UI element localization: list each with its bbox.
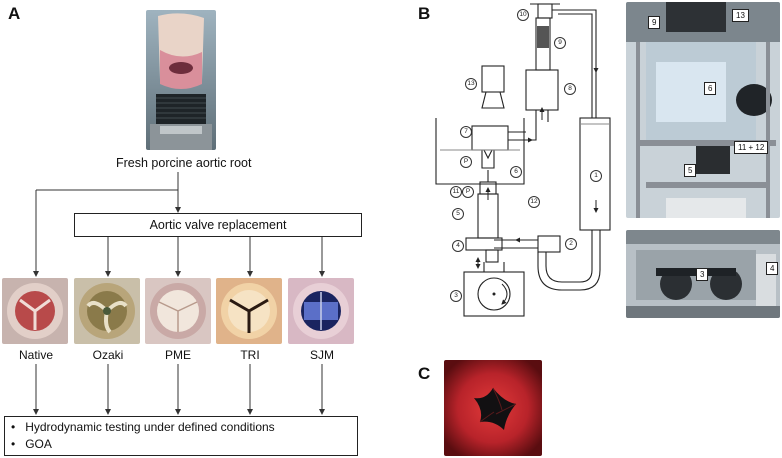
- valve-photo-native: [2, 278, 68, 344]
- photo-tag-13: 13: [732, 9, 749, 22]
- bullet-dot: •: [11, 437, 26, 451]
- schematic-num-9: 9: [554, 37, 566, 49]
- bullet-goa: GOA: [25, 437, 52, 451]
- bullet-hydrodynamic-testing: Hydrodynamic testing under defined condi…: [25, 420, 275, 434]
- schematic-num-13: 13: [465, 78, 477, 90]
- photo-tag-3: 3: [696, 268, 709, 281]
- photo-tag-9: 9: [648, 16, 661, 29]
- bullet-dot: •: [11, 420, 26, 434]
- valve-label-ozaki: Ozaki: [92, 348, 124, 362]
- valve-label-tri: TRI: [240, 348, 260, 362]
- schematic-num-10: 10: [517, 9, 529, 21]
- valve-photo-tri: [216, 278, 282, 344]
- schematic-num-3: 3: [450, 290, 462, 302]
- schematic-num-p-lower: P: [462, 186, 474, 198]
- panel-b-letter: B: [418, 4, 431, 23]
- schematic-num-4: 4: [452, 240, 464, 252]
- valve-label-pme: PME: [164, 348, 191, 362]
- porcine-aortic-root-photo: [146, 10, 216, 150]
- photo-tag-5: 5: [684, 164, 697, 177]
- valve-photo-ozaki: [74, 278, 140, 344]
- schematic-num-8: 8: [564, 83, 576, 95]
- schematic-num-1: 1: [590, 170, 602, 182]
- valve-photo-pme: [145, 278, 211, 344]
- valve-label-sjm: SJM: [310, 348, 334, 362]
- bullet-item: • Hydrodynamic testing under defined con…: [11, 419, 357, 436]
- photo-tag-11-12: 11 + 12: [734, 141, 769, 154]
- schematic-num-6: 6: [510, 166, 522, 178]
- setup-photo-main: [626, 2, 780, 218]
- schematic-num-12: 12: [528, 196, 540, 208]
- panel-a-letter: A: [8, 4, 21, 23]
- photo-tag-6: 6: [704, 82, 717, 95]
- panel-a-connectors: [33, 172, 325, 415]
- valve-photo-sjm: [288, 278, 354, 344]
- photo-tag-4: 4: [766, 262, 779, 275]
- schematic-num-5: 5: [452, 208, 464, 220]
- schematic-num-7: 7: [460, 126, 472, 138]
- schematic-num-2: 2: [565, 238, 577, 250]
- schematic-num-11: 11: [450, 186, 462, 198]
- replacement-label: Aortic valve replacement: [149, 218, 287, 232]
- hydrodynamic-testing-box: • Hydrodynamic testing under defined con…: [4, 416, 358, 456]
- bullet-item: • GOA: [11, 436, 357, 453]
- aortic-valve-replacement-box: Aortic valve replacement: [74, 213, 362, 237]
- schematic-num-p-upper: P: [460, 156, 472, 168]
- mock-circulation-schematic: [435, 3, 611, 317]
- panel-c-letter: C: [418, 364, 431, 383]
- valve-label-native: Native: [18, 348, 53, 362]
- goa-valve-photo: [444, 360, 542, 456]
- root-label: Fresh porcine aortic root: [116, 156, 252, 170]
